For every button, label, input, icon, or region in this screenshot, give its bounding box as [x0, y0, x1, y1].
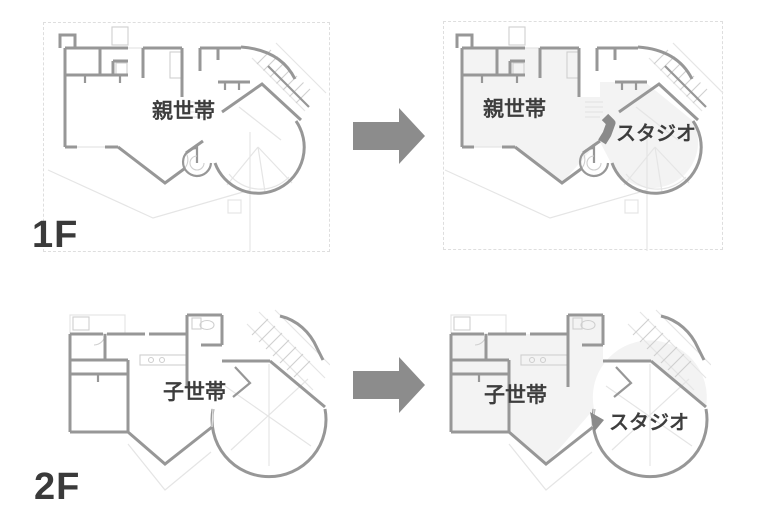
unit-label-1f-after-studio: スタジオ [616, 123, 696, 145]
floor-plan-1f-before [43, 22, 330, 252]
floor-label-1f: 1F [32, 214, 79, 256]
panel-1f-before [43, 22, 330, 252]
unit-label-2f-after-studio: スタジオ [609, 412, 689, 434]
unit-label-1f-after-parents: 親世帯 [483, 98, 546, 121]
transform-arrow-icon-bottom [353, 357, 425, 413]
unit-label-2f-before-children: 子世帯 [163, 381, 226, 404]
transform-arrow-icon-top [353, 108, 425, 164]
unit-label-2f-after-children: 子世帯 [484, 384, 547, 407]
floor-plan-1f-after [440, 22, 727, 252]
floor-plan-2f-after [424, 294, 711, 509]
stair-dark-mark-2f [590, 412, 604, 432]
floor-label-2f: 2F [34, 466, 81, 508]
unit-label-1f-before-parents: 親世帯 [152, 100, 215, 123]
panel-1f-after [443, 21, 723, 250]
stair-dark-mark-1f [598, 113, 616, 145]
